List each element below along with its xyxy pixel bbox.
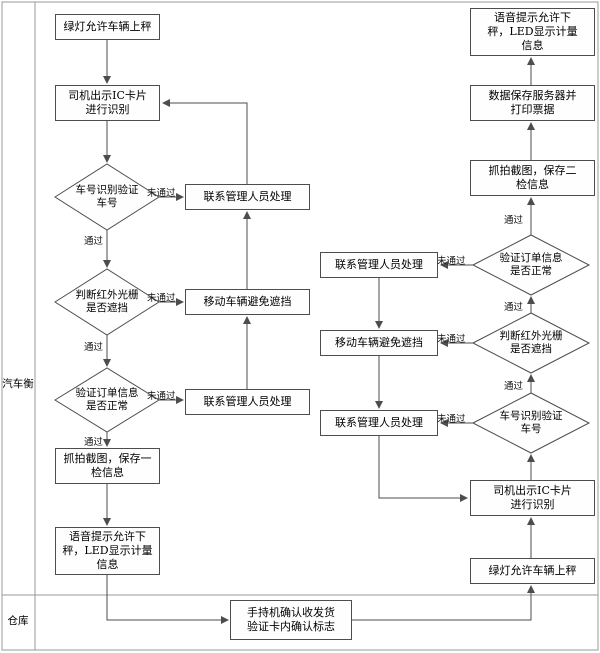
decision-order-check-1: 验证订单信息 是否正常 (75, 387, 139, 412)
node-contact-admin-order-1: 联系管理人员处理 (185, 389, 310, 415)
decision-diamond (54, 163, 160, 231)
node-move-vehicle-2: 移动车辆避免遮挡 (320, 330, 438, 356)
edge-label-fail: 未通过 (437, 334, 466, 345)
node-voice-prompt-2: 语音提示允许下 秤，LED显示计量 信息 (470, 8, 595, 56)
decision-plate-check-1: 车号识别验证 车号 (75, 184, 139, 209)
decision-diamond (471, 234, 591, 296)
decision-infrared-check-1: 判断红外光栅 是否遮挡 (75, 289, 139, 314)
edge-label-pass: 通过 (84, 236, 104, 247)
node-contact-admin-order-2: 联系管理人员处理 (320, 252, 438, 278)
edge-label-pass: 通过 (84, 342, 104, 353)
node-handheld-confirm: 手持机确认收发货 验证卡内确认标志 (230, 600, 352, 640)
edge-label-fail: 未通过 (147, 391, 176, 402)
decision-diamond (471, 392, 591, 454)
lane-label-warehouse: 仓库 (7, 615, 29, 627)
edge-label-pass: 通过 (504, 381, 524, 392)
node-ic-card-1: 司机出示IC卡片 进行识别 (55, 85, 160, 121)
edge-label-pass: 通过 (504, 215, 524, 226)
decision-diamond (471, 312, 591, 374)
edge-label-fail: 未通过 (147, 293, 176, 304)
node-voice-prompt-1: 语音提示允许下 秤，LED显示计量 信息 (55, 527, 160, 575)
decision-order-check-2: 验证订单信息 是否正常 (499, 252, 563, 277)
edge-label-fail: 未通过 (437, 256, 466, 267)
edge-label-pass: 通过 (504, 302, 524, 313)
decision-diamond (54, 268, 160, 336)
edge-label-fail: 未通过 (147, 188, 176, 199)
node-green-light-1: 绿灯允许车辆上秤 (55, 14, 160, 40)
node-contact-admin-plate-2: 联系管理人员处理 (320, 410, 438, 436)
node-contact-admin-plate-1: 联系管理人员处理 (185, 184, 310, 210)
node-move-vehicle-1: 移动车辆避免遮挡 (185, 289, 310, 315)
flow-arrows (103, 40, 535, 624)
lane-label-scale: 汽车衡 (2, 378, 34, 390)
node-ic-card-2: 司机出示IC卡片 进行识别 (470, 480, 595, 516)
edge-label-fail: 未通过 (437, 414, 466, 425)
node-green-light-2: 绿灯允许车辆上秤 (470, 558, 595, 584)
edge-label-pass: 通过 (84, 437, 104, 448)
decision-plate-check-2: 车号识别验证 车号 (499, 410, 563, 435)
node-save-print: 数据保存服务器并 打印票据 (470, 85, 595, 121)
decision-diamond (54, 367, 160, 433)
node-snapshot-2: 抓拍截图，保存二 检信息 (470, 160, 595, 196)
decision-diamonds (54, 163, 591, 454)
decision-infrared-check-2: 判断红外光栅 是否遮挡 (499, 330, 563, 355)
node-snapshot-1: 抓拍截图，保存一 检信息 (55, 448, 160, 484)
